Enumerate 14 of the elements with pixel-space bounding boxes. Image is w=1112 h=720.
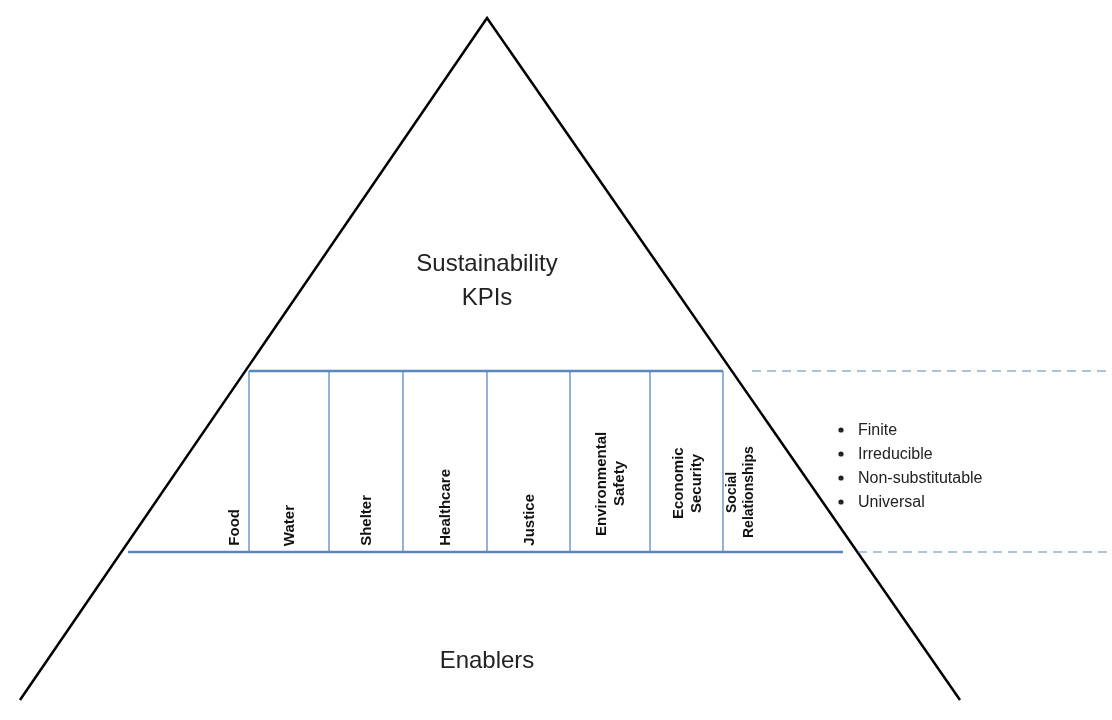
list-item: Irreducible — [858, 444, 933, 464]
list-item: Universal — [858, 492, 925, 512]
column-label: Justice — [519, 494, 538, 546]
column-label: Economic Security — [668, 446, 705, 522]
column-label: Environmental Safety — [592, 430, 628, 538]
list-item: Non-substitutable — [858, 468, 983, 488]
column-label: Water — [280, 504, 298, 546]
column-label: Shelter — [357, 495, 375, 546]
section-title: Sustainability KPIs — [415, 248, 559, 312]
section-title: Enablers — [439, 645, 535, 676]
column-label: Food — [225, 509, 243, 546]
column-label: Healthcare — [436, 469, 454, 546]
column-label: Social Relationships — [723, 445, 757, 540]
list-item: Finite — [858, 420, 898, 440]
